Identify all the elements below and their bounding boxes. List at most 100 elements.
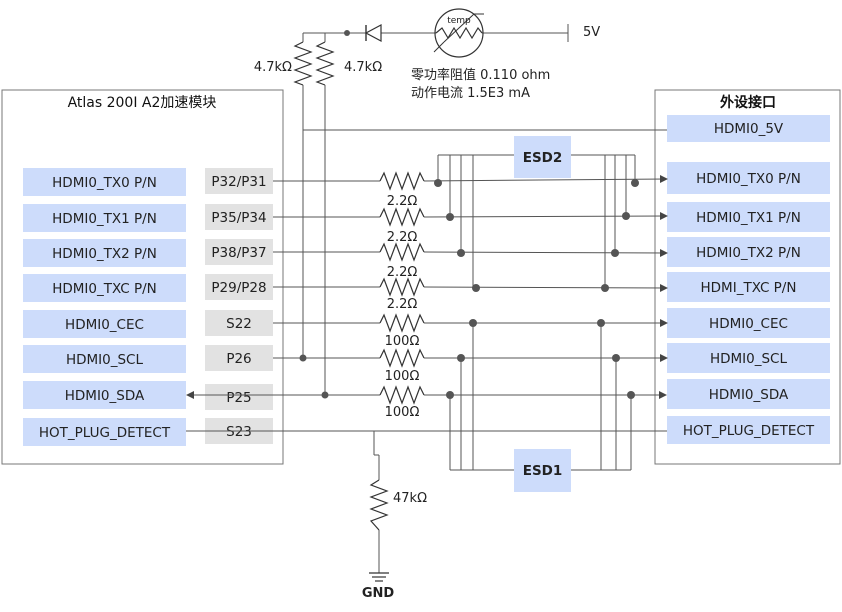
arrow-right-icon <box>659 391 667 399</box>
junction-dot <box>631 179 639 187</box>
junction-dot <box>469 319 477 327</box>
series-resistor <box>379 385 425 405</box>
series-resistors <box>379 171 425 405</box>
junction-dot <box>622 212 630 220</box>
junction-dot <box>457 249 465 257</box>
interface-signal-label: HDMI0_SDA <box>709 387 789 403</box>
junction-dot <box>597 319 605 327</box>
port-tag <box>205 239 273 265</box>
port-tag <box>205 345 273 371</box>
junction-dot <box>446 213 454 221</box>
port-tag-label: P32/P31 <box>211 174 266 190</box>
interface-signal-label: HDMI0_5V <box>714 121 784 137</box>
interface-signal-label: HDMI0_TX1 P/N <box>696 210 801 226</box>
interface-signal-box <box>667 272 830 302</box>
module-signal-labels: HDMI0_TX0 P/N HDMI0_TX1 P/N HDMI0_TX2 P/… <box>39 175 171 441</box>
pullup-resistor-right <box>315 41 335 86</box>
junction-dot <box>627 391 635 399</box>
arrow-right-icon <box>660 284 668 292</box>
port-tag-label: S22 <box>226 316 252 332</box>
module-signal-label: HDMI0_SCL <box>66 352 144 368</box>
module-signal-label: HDMI0_SDA <box>65 388 145 404</box>
ground-label: GND <box>362 586 395 601</box>
interface-title: 外设接口 <box>720 94 776 111</box>
resistor-value: 2.2Ω <box>387 194 418 209</box>
series-resistor <box>379 348 425 368</box>
module-signal-box <box>23 274 186 302</box>
arrow-right-icon <box>660 249 668 257</box>
module-signal-box <box>23 418 186 446</box>
module-signal-label: HOT_PLUG_DETECT <box>39 425 171 441</box>
junction-dot <box>472 284 480 292</box>
pullup-resistors <box>293 41 335 86</box>
interface-signal-label: HDMI0_SCL <box>710 351 788 367</box>
pullup-right-value: 4.7kΩ <box>344 60 382 75</box>
esd1-label: ESD1 <box>523 463 563 479</box>
series-resistor <box>379 313 425 333</box>
interface-signal-box <box>667 416 830 444</box>
resistor-value: 2.2Ω <box>387 297 418 312</box>
module-signal-label: HDMI0_TXC P/N <box>52 281 157 297</box>
module-signal-label: HDMI0_TX2 P/N <box>52 246 157 262</box>
series-resistor <box>379 207 425 227</box>
port-tag-label: P29/P28 <box>211 280 266 296</box>
interface-signal-box <box>667 237 830 267</box>
junction-dot <box>601 284 609 292</box>
port-tag-label: S23 <box>226 424 252 440</box>
module-signal-box <box>23 239 186 267</box>
port-tag-labels: P32/P31 P35/P34 P38/P37 P29/P28 S22 P26 … <box>211 174 266 440</box>
series-resistor-values: 2.2Ω 2.2Ω 2.2Ω 2.2Ω 100Ω 100Ω 100Ω <box>385 194 420 420</box>
junction-dot <box>612 354 620 362</box>
port-tag-label: P25 <box>226 390 251 406</box>
port-tag-label: P35/P34 <box>211 210 266 226</box>
port-tag-label: P26 <box>226 351 251 367</box>
interface-signal-label: HDMI0_TX2 P/N <box>696 245 801 261</box>
junction-dot <box>457 354 465 362</box>
interface-signal-label: HDMI0_TX0 P/N <box>696 171 801 187</box>
pullup-left-value: 4.7kΩ <box>254 60 292 75</box>
interface-signal-labels: HDMI0_5V HDMI0_TX0 P/N HDMI0_TX1 P/N HDM… <box>683 121 815 439</box>
port-tag <box>205 274 273 300</box>
module-signal-box <box>23 310 186 338</box>
junction-dot <box>299 354 307 362</box>
series-resistor <box>379 242 425 262</box>
module-signal-label: HDMI0_CEC <box>65 317 144 333</box>
interface-outline <box>654 89 841 465</box>
ptc-fuse: temp <box>433 8 484 58</box>
junction-dot <box>446 391 454 399</box>
ptc-label: temp <box>447 16 471 26</box>
port-tag <box>205 310 273 336</box>
module-signal-label: HDMI0_TX0 P/N <box>52 175 157 191</box>
junction-dot <box>434 179 442 187</box>
module-signal-box <box>23 168 186 196</box>
esd2-box <box>514 136 571 178</box>
arrow-right-icon <box>660 354 668 362</box>
resistor-value: 100Ω <box>385 334 420 349</box>
junction-dots <box>299 30 639 399</box>
port-tag <box>205 168 273 194</box>
interface-signal-boxes <box>667 115 830 444</box>
fuse-spec-line1: 零功率阻值 0.110 ohm <box>411 67 550 83</box>
wires <box>186 24 668 573</box>
port-tag <box>205 204 273 230</box>
resistor-value: 100Ω <box>385 369 420 384</box>
interface-signal-box <box>667 308 830 338</box>
pullup-resistor-left <box>293 41 313 86</box>
interface-signal-label: HDMI0_CEC <box>709 316 788 332</box>
port-tag <box>205 384 273 410</box>
esd2-label: ESD2 <box>523 150 563 166</box>
port-tags <box>205 168 273 444</box>
arrow-right-icon <box>660 175 668 183</box>
diode <box>364 24 382 42</box>
module-title: Atlas 200I A2加速模块 <box>68 95 217 111</box>
interface-signal-label: HOT_PLUG_DETECT <box>683 423 815 439</box>
junction-dot <box>611 249 619 257</box>
interface-signal-box <box>667 115 830 142</box>
arrowheads <box>186 175 668 399</box>
esd1-box <box>514 449 571 492</box>
series-resistor <box>379 171 425 191</box>
resistor-value: 2.2Ω <box>387 265 418 280</box>
interface-signal-label: HDMI_TXC P/N <box>701 280 797 296</box>
module-signal-box <box>23 204 186 232</box>
